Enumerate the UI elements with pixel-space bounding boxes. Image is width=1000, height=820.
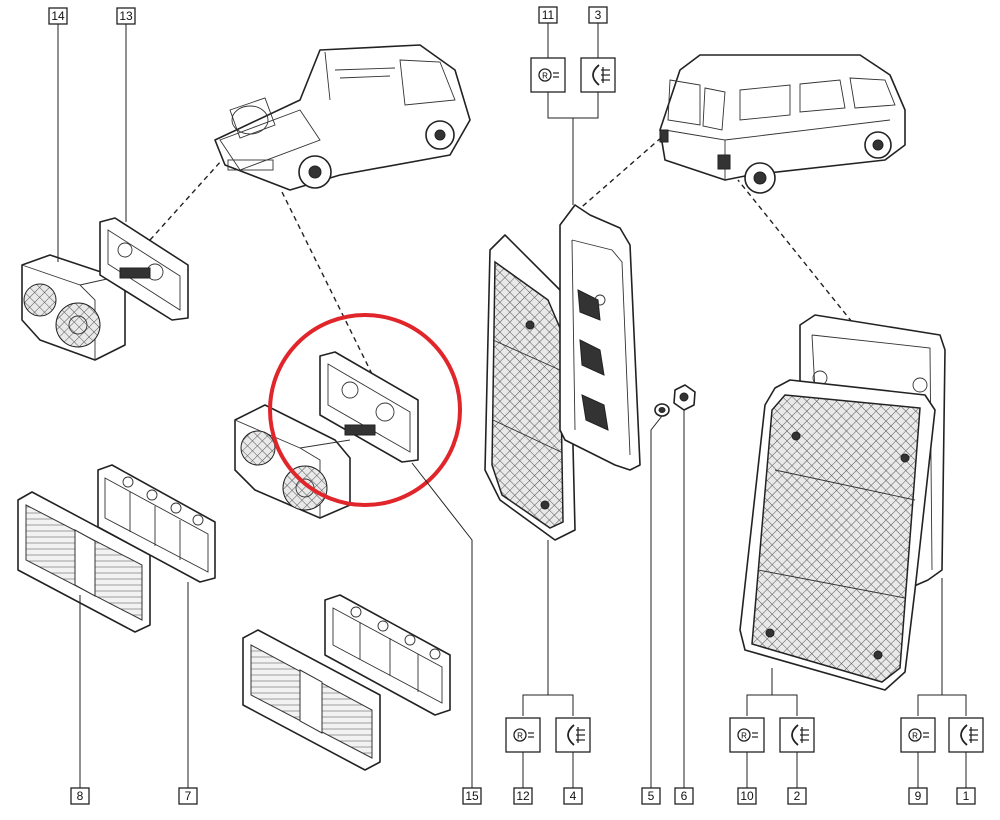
highlighted-lamp-assembly <box>234 313 462 519</box>
callout-label: 6 <box>681 789 688 803</box>
nut-part-6 <box>673 384 696 411</box>
large-lamp-lens-part-10 <box>739 379 936 691</box>
callout-label: 14 <box>51 9 65 23</box>
leader-lines <box>57 23 967 790</box>
rear-light-icon <box>580 57 616 93</box>
svg-text:R: R <box>741 732 747 741</box>
rear-fog-lamp-icon: R <box>505 717 541 753</box>
callout-label: 10 <box>740 789 754 803</box>
callout-13: 13 <box>116 7 136 25</box>
callout-label: 1 <box>963 789 970 803</box>
callout-5: 5 <box>641 787 661 805</box>
rear-fog-lamp-icon: R <box>530 57 566 93</box>
callout-1: 1 <box>956 787 976 805</box>
rear-light-icon <box>779 717 815 753</box>
callout-12: 12 <box>513 787 533 805</box>
rear-fog-lamp-icon: R <box>900 717 936 753</box>
callout-label: 4 <box>570 789 577 803</box>
highlight-circle <box>268 313 462 507</box>
svg-text:R: R <box>542 72 548 81</box>
callout-15: 15 <box>462 787 482 805</box>
callout-3: 3 <box>588 6 608 24</box>
callout-7: 7 <box>178 787 198 805</box>
callout-11: 11 <box>538 6 558 24</box>
callout-label: 11 <box>542 8 555 22</box>
callout-2: 2 <box>787 787 807 805</box>
rear-fog-lamp-icon: R <box>729 717 765 753</box>
callout-label: 12 <box>516 789 530 803</box>
washer-part-5 <box>654 403 670 417</box>
svg-text:R: R <box>517 732 523 741</box>
callout-label: 8 <box>77 789 84 803</box>
van-rear-lamp-lens-part-12 <box>484 234 576 541</box>
callout-14: 14 <box>48 7 68 25</box>
callout-label: 3 <box>595 8 602 22</box>
callout-label: 9 <box>915 789 922 803</box>
callout-9: 9 <box>908 787 928 805</box>
rear-light-icon <box>555 717 591 753</box>
lamp-housing-part-7 <box>97 464 216 583</box>
rear-lens-part-8 <box>17 491 151 633</box>
callout-8: 8 <box>70 787 90 805</box>
rear-light-icon <box>948 717 984 753</box>
van-illustration <box>659 54 906 194</box>
callout-label: 15 <box>465 789 479 803</box>
svg-text:R: R <box>912 732 918 741</box>
dashed-pointer-lines <box>149 136 853 375</box>
callout-6: 6 <box>674 787 694 805</box>
twin-lamp-part-14 <box>21 254 126 361</box>
callout-label: 7 <box>185 789 192 803</box>
lower-lamp-assembly <box>242 594 451 771</box>
callout-label: 2 <box>794 789 801 803</box>
callout-4: 4 <box>563 787 583 805</box>
bulb-holder-plate-part-13 <box>99 217 189 321</box>
pickup-truck-illustration <box>214 44 471 191</box>
callout-label: 5 <box>648 789 655 803</box>
callout-10: 10 <box>737 787 757 805</box>
van-rear-lamp-body-part-11 <box>559 204 641 471</box>
callout-label: 13 <box>119 9 133 23</box>
